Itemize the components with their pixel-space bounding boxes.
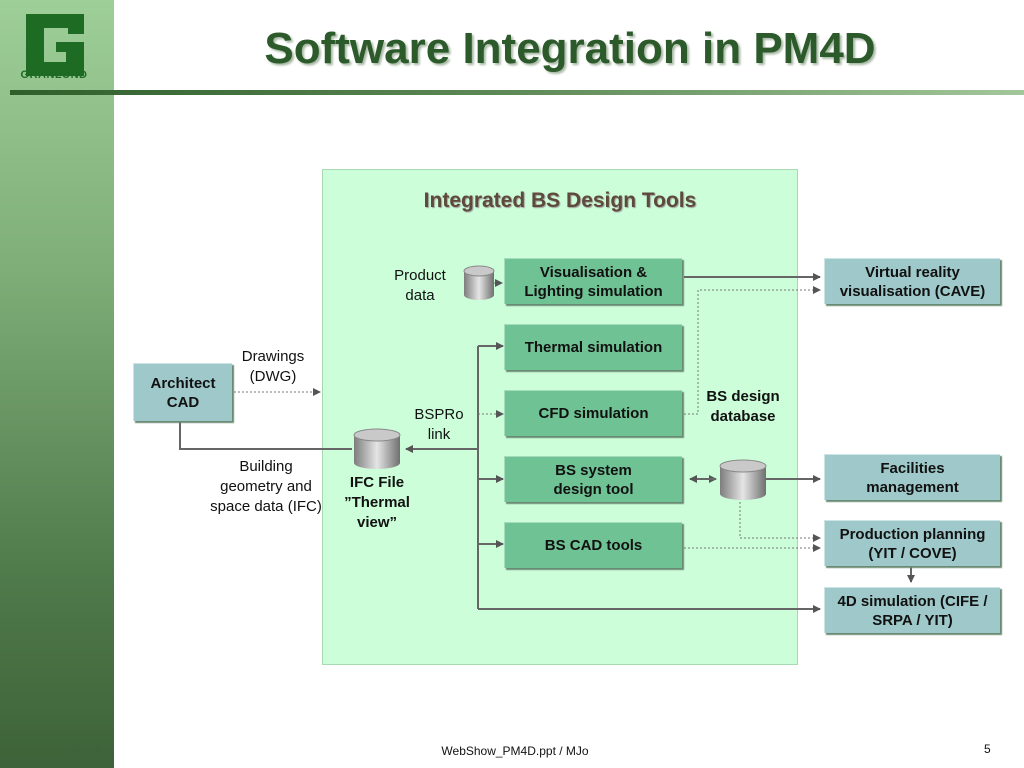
page-number: 5	[984, 742, 991, 756]
bspro-link-label: BSPRo link	[414, 406, 464, 443]
granlund-logo	[26, 14, 84, 76]
ifc-file-database-icon	[353, 428, 401, 469]
ifc-file-label: IFC File ”Thermal view”	[344, 474, 410, 531]
cfd-simulation-box: CFD simulation	[504, 390, 682, 436]
product-data-label: Product data	[394, 267, 446, 304]
back-link[interactable]: Back	[70, 743, 104, 759]
4d-simulation-label: 4D simulation (CIFE / SRPA / YIT)	[837, 592, 988, 629]
thermal-simulation-label: Thermal simulation	[524, 339, 663, 356]
architect-to-ifc-line	[179, 422, 352, 450]
title-divider	[10, 90, 1024, 95]
footer-filename: WebShow_PM4D.ppt / MJo	[441, 744, 589, 758]
thermal-simulation-box: Thermal simulation	[504, 324, 682, 370]
bs-design-database-icon	[719, 459, 767, 500]
cfd-simulation-label: CFD simulation	[538, 405, 649, 422]
sidebar-band	[0, 0, 114, 768]
facilities-management-label: Facilities management	[866, 459, 959, 496]
bs-system-design-box: BS system design tool	[504, 456, 682, 502]
bs-cad-tools-box: BS CAD tools	[504, 522, 682, 568]
architect-cad-box: Architect CAD	[133, 363, 232, 421]
visualisation-box: Visualisation & Lighting simulation	[504, 258, 682, 304]
building-geometry-label: Building geometry and space data (IFC)	[210, 458, 322, 515]
bs-design-database-label: BS design database	[706, 388, 780, 425]
logo-text: GRANLUND	[20, 69, 88, 81]
bs-cad-tools-label: BS CAD tools	[544, 537, 643, 554]
drawings-label: Drawings (DWG)	[241, 348, 305, 385]
virtual-reality-box: Virtual reality visualisation (CAVE)	[824, 258, 1000, 304]
virtual-reality-label: Virtual reality visualisation (CAVE)	[839, 263, 986, 300]
facilities-management-box: Facilities management	[824, 454, 1000, 500]
architect-cad-label: Architect CAD	[150, 374, 216, 411]
bs-system-design-label: BS system design tool	[553, 461, 634, 498]
db-to-production-dotted-line	[739, 498, 821, 542]
production-planning-label: Production planning (YIT / COVE)	[839, 525, 986, 562]
cfd-to-vr-dotted-line	[684, 286, 821, 415]
panel-title: Integrated BS Design Tools	[423, 189, 697, 212]
4d-simulation-box: 4D simulation (CIFE / SRPA / YIT)	[824, 587, 1000, 633]
page-title: Software Integration in PM4D	[264, 24, 876, 73]
visualisation-label: Visualisation & Lighting simulation	[524, 263, 663, 300]
product-data-database-icon	[463, 265, 495, 300]
production-planning-box: Production planning (YIT / COVE)	[824, 520, 1000, 566]
